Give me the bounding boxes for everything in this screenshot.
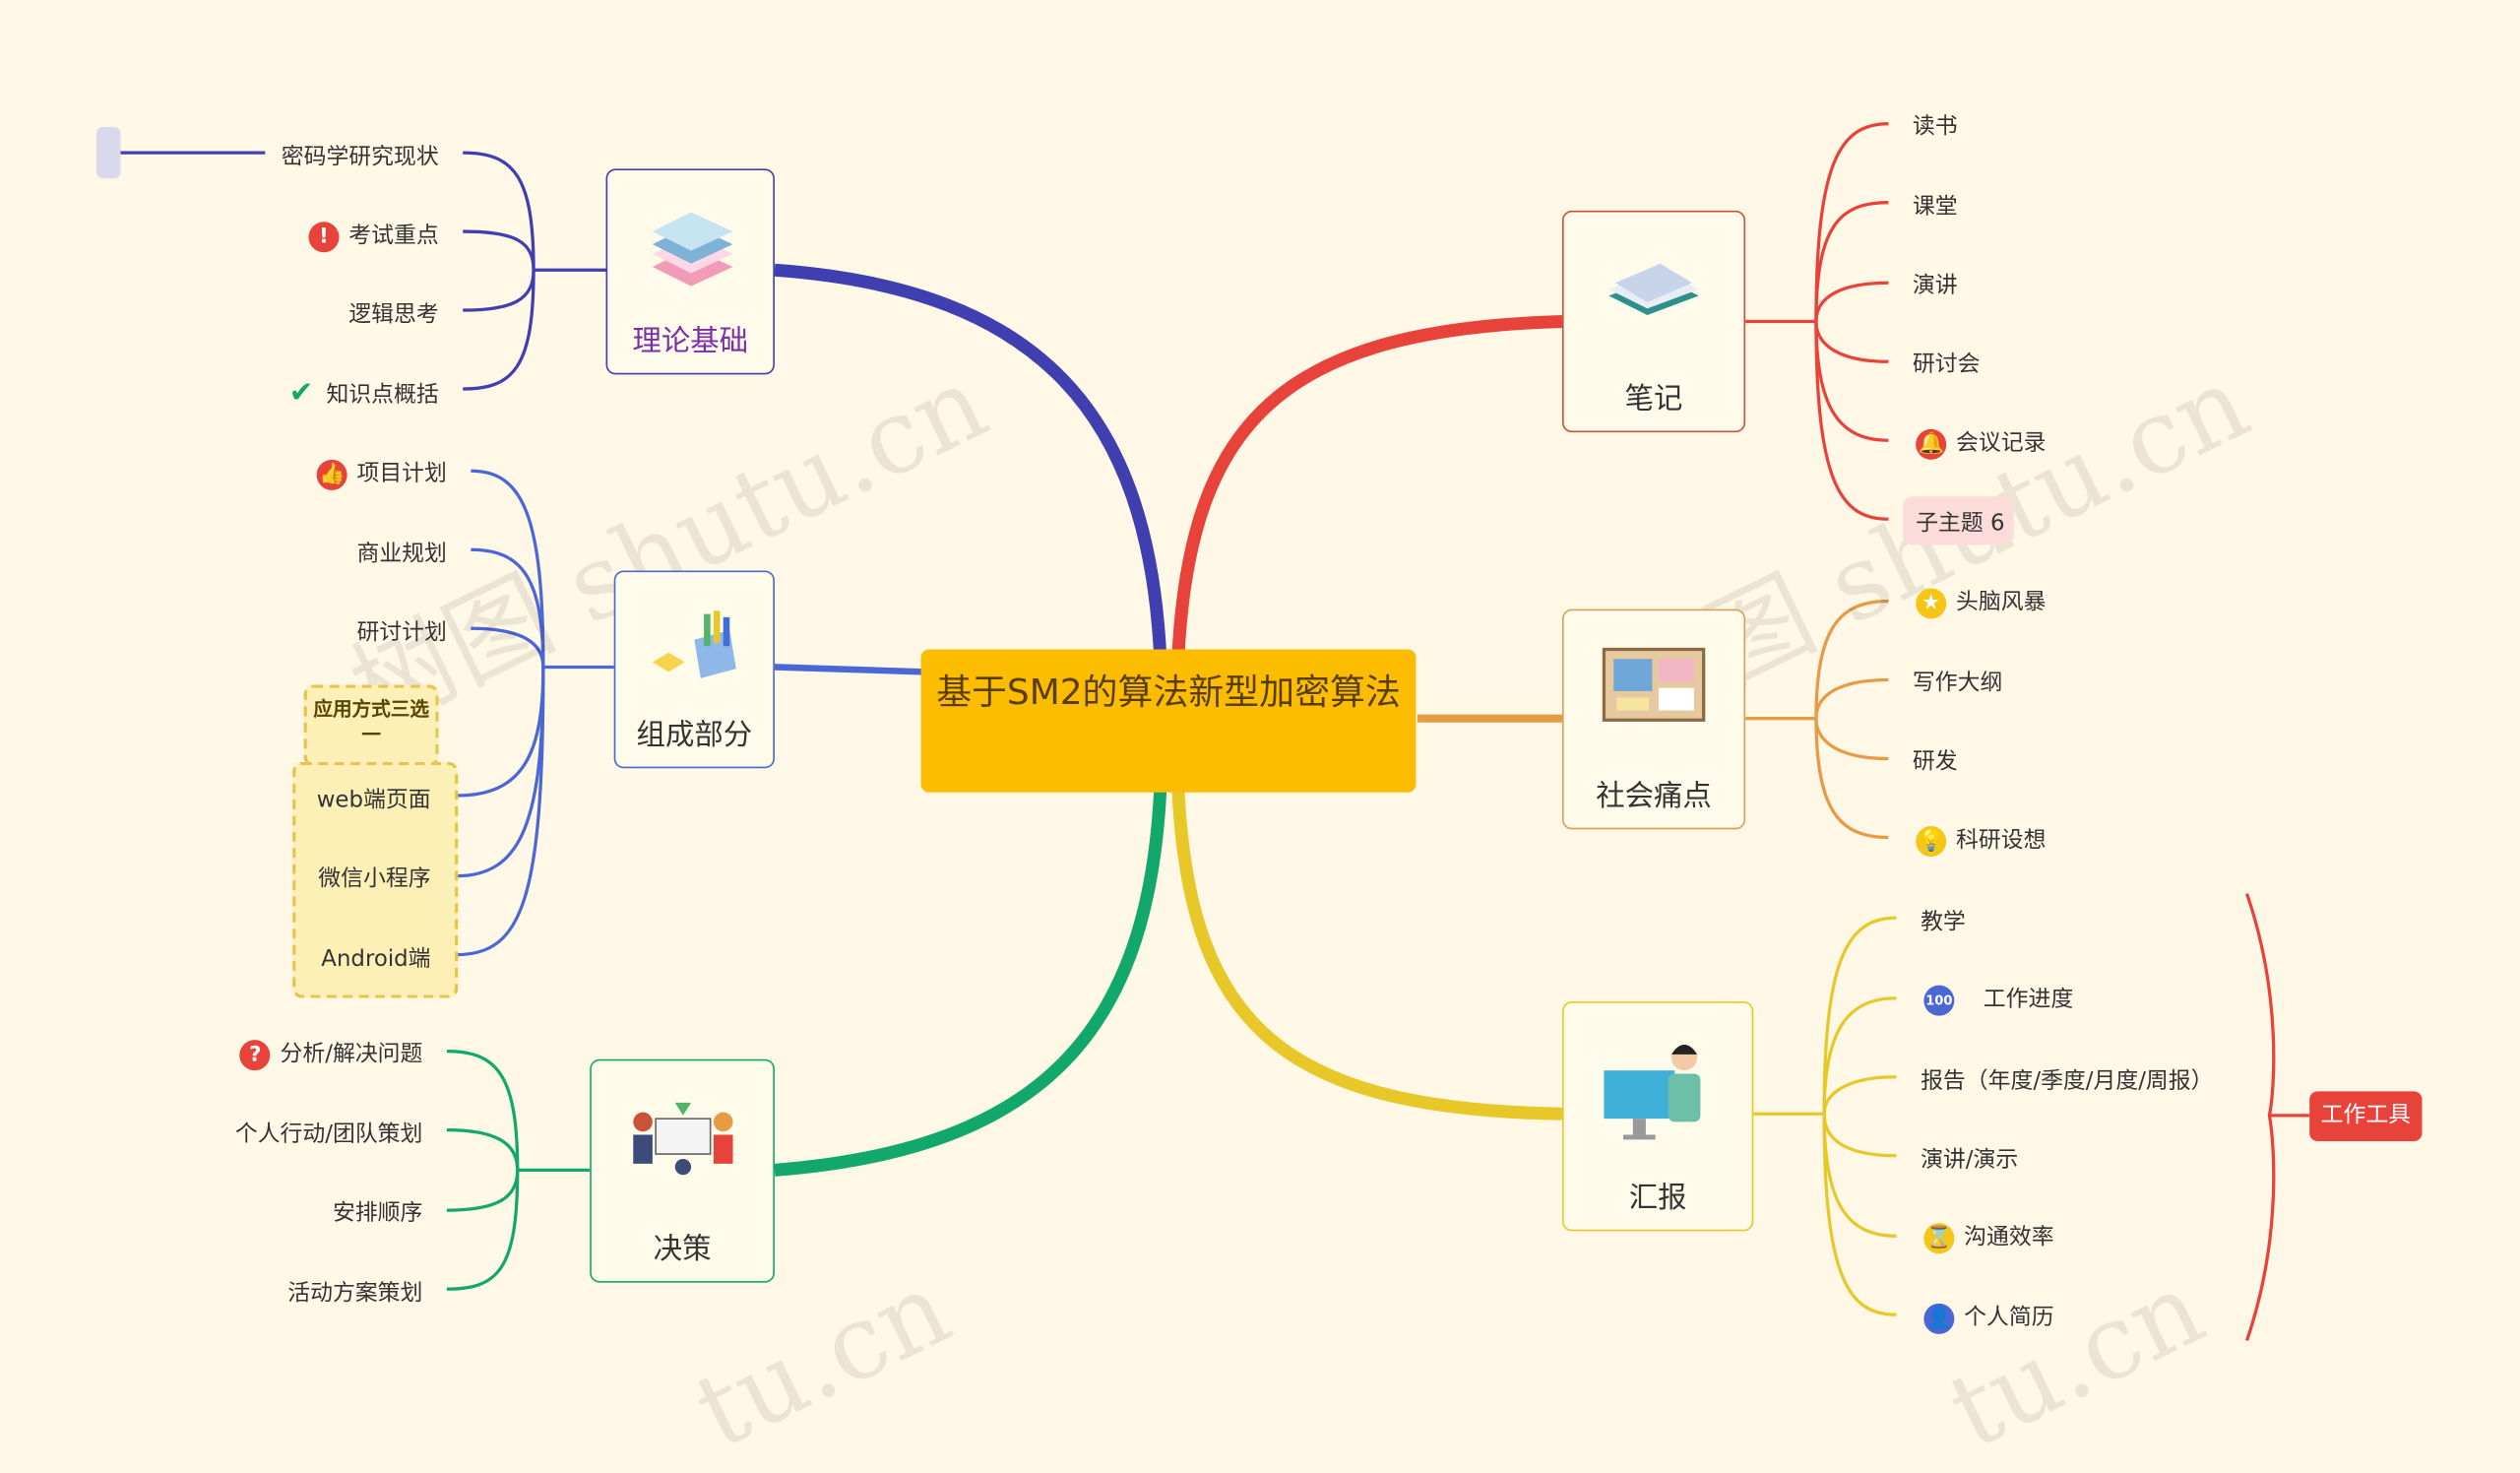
corkboard-icon <box>1602 647 1706 722</box>
person-icon: 👤 <box>1923 1303 1955 1334</box>
topic-parts[interactable]: 组成部分 <box>613 570 775 769</box>
leaf-rnd[interactable]: 研发 <box>1912 748 1958 775</box>
leaf-label: 个人简历 <box>1964 1305 2054 1331</box>
scroll-handle[interactable] <box>95 126 121 179</box>
leaf-brainstorm[interactable]: ★ 头脑风暴 <box>1916 585 2047 618</box>
leaf-seminar[interactable]: 研讨会 <box>1912 352 1981 378</box>
hundred-icon: 100 <box>1923 984 1955 1015</box>
topic-decision[interactable]: 决策 <box>590 1058 775 1283</box>
summary-tag[interactable]: 工作工具 <box>2309 1091 2423 1142</box>
leaf-team[interactable]: 个人行动/团队策划 <box>234 1121 423 1148</box>
leaf-seminar-plan[interactable]: 研讨计划 <box>356 620 447 647</box>
leaf-label: 考试重点 <box>348 223 439 250</box>
question-icon: ? <box>239 1039 271 1070</box>
group-title: 应用方式三选一 <box>313 697 429 746</box>
leaf-miniprogram[interactable]: 微信小程序 <box>318 865 431 892</box>
leaf-outline[interactable]: 写作大纲 <box>1912 670 2003 696</box>
leaf-label: 头脑风暴 <box>1955 590 2047 616</box>
connector-lines <box>120 122 2310 1341</box>
topic-label: 社会痛点 <box>1596 779 1712 813</box>
topic-label: 理论基础 <box>632 324 749 359</box>
checkmark-icon: ✔ <box>288 375 314 411</box>
leaf-business-plan[interactable]: 商业规划 <box>356 542 447 568</box>
leaf-label: 知识点概括 <box>326 382 439 409</box>
topic-theory[interactable]: 理论基础 <box>605 168 775 375</box>
leaf-label: 会议记录 <box>1955 430 2047 457</box>
leaf-subtopic6[interactable]: 子主题 6 <box>1916 511 2005 538</box>
notebook-icon <box>1608 263 1699 315</box>
group-title-box[interactable]: 应用方式三选一 <box>303 684 439 767</box>
leaf-activity[interactable]: 活动方案策划 <box>287 1281 423 1308</box>
leaf-communication[interactable]: ⌛ 沟通效率 <box>1923 1220 2054 1253</box>
leaf-reports[interactable]: 报告（年度/季度/月度/周报） <box>1921 1068 2214 1095</box>
leaf-android[interactable]: Android端 <box>321 946 431 973</box>
leaf-label: 沟通效率 <box>1964 1224 2054 1251</box>
presenter-icon <box>1603 1045 1700 1140</box>
leaf-class[interactable]: 课堂 <box>1912 194 1958 221</box>
leaf-progress[interactable]: 100 工作进度 <box>1923 982 2074 1015</box>
star-icon: ★ <box>1916 587 1947 618</box>
topic-pain[interactable]: 社会痛点 <box>1561 608 1746 830</box>
leaf-web[interactable]: web端页面 <box>316 787 431 813</box>
topic-label: 汇报 <box>1628 1181 1687 1216</box>
group-box <box>292 761 459 998</box>
leaf-crypto-status[interactable]: 密码学研究现状 <box>281 144 439 171</box>
leaf-label: 科研设想 <box>1955 827 2047 854</box>
topic-label: 决策 <box>653 1233 712 1267</box>
thumbs-up-icon: 👍 <box>316 459 347 490</box>
leaf-order[interactable]: 安排顺序 <box>332 1200 423 1227</box>
leaf-speech[interactable]: 演讲 <box>1912 273 1958 299</box>
topic-label: 笔记 <box>1624 382 1683 416</box>
topic-notes[interactable]: 笔记 <box>1561 210 1746 433</box>
leaf-logic[interactable]: 逻辑思考 <box>348 301 439 329</box>
stationery-icon <box>652 610 736 678</box>
leaf-resume[interactable]: 👤 个人简历 <box>1923 1301 2054 1334</box>
exclamation-icon: ! <box>308 221 340 252</box>
leaf-presentation[interactable]: 演讲/演示 <box>1921 1147 2019 1174</box>
team-icon <box>632 1102 732 1176</box>
bell-icon: 🔔 <box>1916 428 1947 460</box>
leaf-research-idea[interactable]: 💡 科研设想 <box>1916 823 2047 857</box>
topic-report[interactable]: 汇报 <box>1561 1000 1754 1232</box>
leaf-label: 分析/解决问题 <box>280 1041 423 1067</box>
leaf-exam-focus[interactable]: ! 考试重点 <box>308 219 439 252</box>
hourglass-icon: ⌛ <box>1923 1222 1955 1253</box>
leaf-project-plan[interactable]: 👍 项目计划 <box>316 457 447 490</box>
leaf-analysis[interactable]: ? 分析/解决问题 <box>239 1037 423 1070</box>
leaf-label: 工作进度 <box>1983 987 2074 1013</box>
leaf-meeting[interactable]: 🔔 会议记录 <box>1916 426 2047 460</box>
leaf-knowledge[interactable]: ✔ 知识点概括 <box>289 376 439 410</box>
leaf-teaching[interactable]: 教学 <box>1921 909 1966 936</box>
subtopic-highlight <box>1903 496 2014 545</box>
topic-label: 组成部分 <box>636 718 753 752</box>
central-topic[interactable]: 基于SM2的算法新型加密算法 <box>920 649 1417 793</box>
leaf-reading[interactable]: 读书 <box>1912 113 1958 141</box>
lightbulb-icon: 💡 <box>1916 825 1947 857</box>
leaf-label: 项目计划 <box>356 461 447 487</box>
mindmap-canvas: 树图 shutu.cn 树图 shutu.cn tu.cn tu.cn 基于SM… <box>95 113 2423 1473</box>
books-icon <box>652 212 732 287</box>
